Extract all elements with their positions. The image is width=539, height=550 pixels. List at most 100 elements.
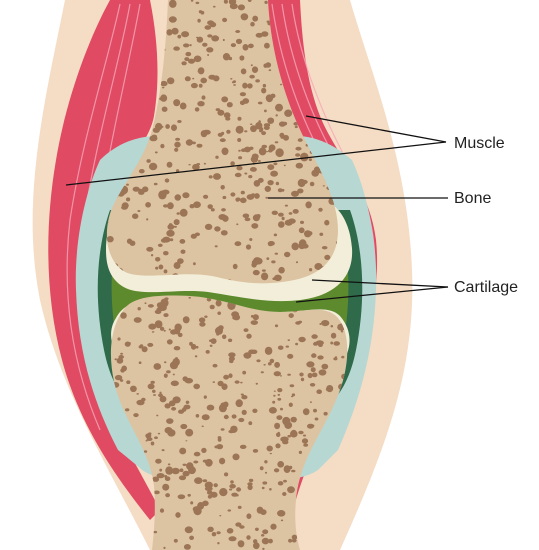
bone-pore (165, 476, 171, 481)
bone-pore (115, 358, 117, 360)
bone-pore (321, 364, 328, 370)
bone-pore (236, 223, 238, 225)
bone-pore (171, 124, 177, 131)
bone-pore (180, 239, 186, 244)
bone-pore (202, 95, 206, 99)
bone-pore (252, 409, 257, 413)
bone-pore (262, 481, 267, 484)
bone-pore (240, 101, 245, 106)
bone-pore (110, 509, 115, 512)
bone-pore (287, 374, 291, 376)
bone-pore (195, 355, 198, 357)
bone-pore (317, 355, 323, 359)
bone-pore (265, 62, 271, 67)
bone-pore (138, 307, 141, 310)
muscle-label: Muscle (454, 135, 505, 152)
bone-pore (235, 173, 242, 177)
bone-pore (258, 102, 263, 105)
bone-pore (280, 375, 282, 376)
bone-pore (322, 371, 326, 374)
bone-pore (291, 191, 299, 197)
bone-pore (126, 184, 129, 186)
bone-pore (246, 244, 251, 249)
bone-pore (250, 125, 257, 132)
bone-pore (258, 178, 264, 183)
bone-pore (205, 224, 212, 230)
bone-pore (181, 61, 186, 65)
bone-pore (204, 395, 207, 398)
bone-pore (136, 393, 139, 395)
bone-pore (256, 383, 258, 385)
bone-pore (265, 197, 268, 199)
bone-pore (322, 246, 328, 249)
bone-pore (174, 262, 181, 269)
bone-pore (151, 254, 153, 256)
bone-pore (311, 334, 317, 339)
bone-pore (230, 480, 234, 483)
bone-pore (250, 123, 252, 125)
bone-pore (278, 394, 281, 396)
bone-pore (215, 327, 223, 335)
bone-pore (246, 513, 251, 519)
bone-pore (242, 83, 247, 89)
bone-pore (155, 459, 161, 464)
bone-pore (162, 449, 165, 451)
bone-pore (155, 151, 158, 153)
bone-pore (263, 84, 266, 88)
bone-pore (163, 251, 169, 255)
bone-pore (167, 29, 173, 35)
bone-pore (270, 171, 278, 177)
bone-pore (192, 164, 200, 170)
bone-pore (302, 438, 308, 443)
bone-pore (114, 525, 119, 530)
bone-pore (290, 384, 295, 387)
bone-pore (257, 507, 264, 514)
bone-pore (315, 418, 319, 421)
bone-pore (303, 435, 306, 437)
bone-pore (188, 297, 191, 299)
bone-pore (205, 25, 212, 30)
bone-pore (303, 444, 308, 447)
bone-pore (298, 431, 303, 435)
bone-pore (154, 363, 162, 370)
bone-pore (331, 325, 334, 327)
bone-pore (270, 524, 276, 530)
bone-pore (216, 300, 222, 307)
bone-pore (275, 443, 280, 448)
bone-pore (264, 110, 267, 113)
bone-pore (267, 180, 273, 185)
bone-pore (190, 204, 195, 208)
bone-pore (186, 401, 190, 404)
bone-pore (159, 97, 163, 100)
bone-pore (269, 69, 272, 71)
bone-pore (291, 470, 295, 473)
bone-pore (111, 526, 113, 528)
bone-pore (133, 413, 138, 417)
bone-pore (160, 81, 167, 86)
bone-pore (104, 502, 112, 507)
bone-pore (167, 339, 173, 344)
bone-pore (146, 247, 153, 252)
bone-pore (295, 126, 298, 128)
bone-pore (142, 186, 148, 192)
bone-pore (261, 534, 264, 537)
bone-pore (159, 392, 161, 394)
bone-pore (238, 150, 241, 152)
bone-pore (310, 401, 312, 403)
bone-pore (210, 345, 213, 347)
bone-pore (156, 415, 158, 417)
bone-pore (174, 346, 181, 350)
bone-pore (228, 339, 232, 343)
bone-pore (217, 542, 219, 544)
bone-pore (281, 520, 283, 522)
bone-pore (210, 305, 215, 310)
bone-pore (267, 118, 274, 124)
bone-pore (264, 126, 270, 130)
bone-pore (269, 407, 277, 414)
bone-pore (275, 104, 283, 112)
bone-pore (203, 460, 208, 463)
bone-pore (153, 531, 157, 533)
bone-pore (264, 460, 267, 463)
bone-pore (163, 313, 168, 317)
bone-pore (199, 84, 203, 88)
